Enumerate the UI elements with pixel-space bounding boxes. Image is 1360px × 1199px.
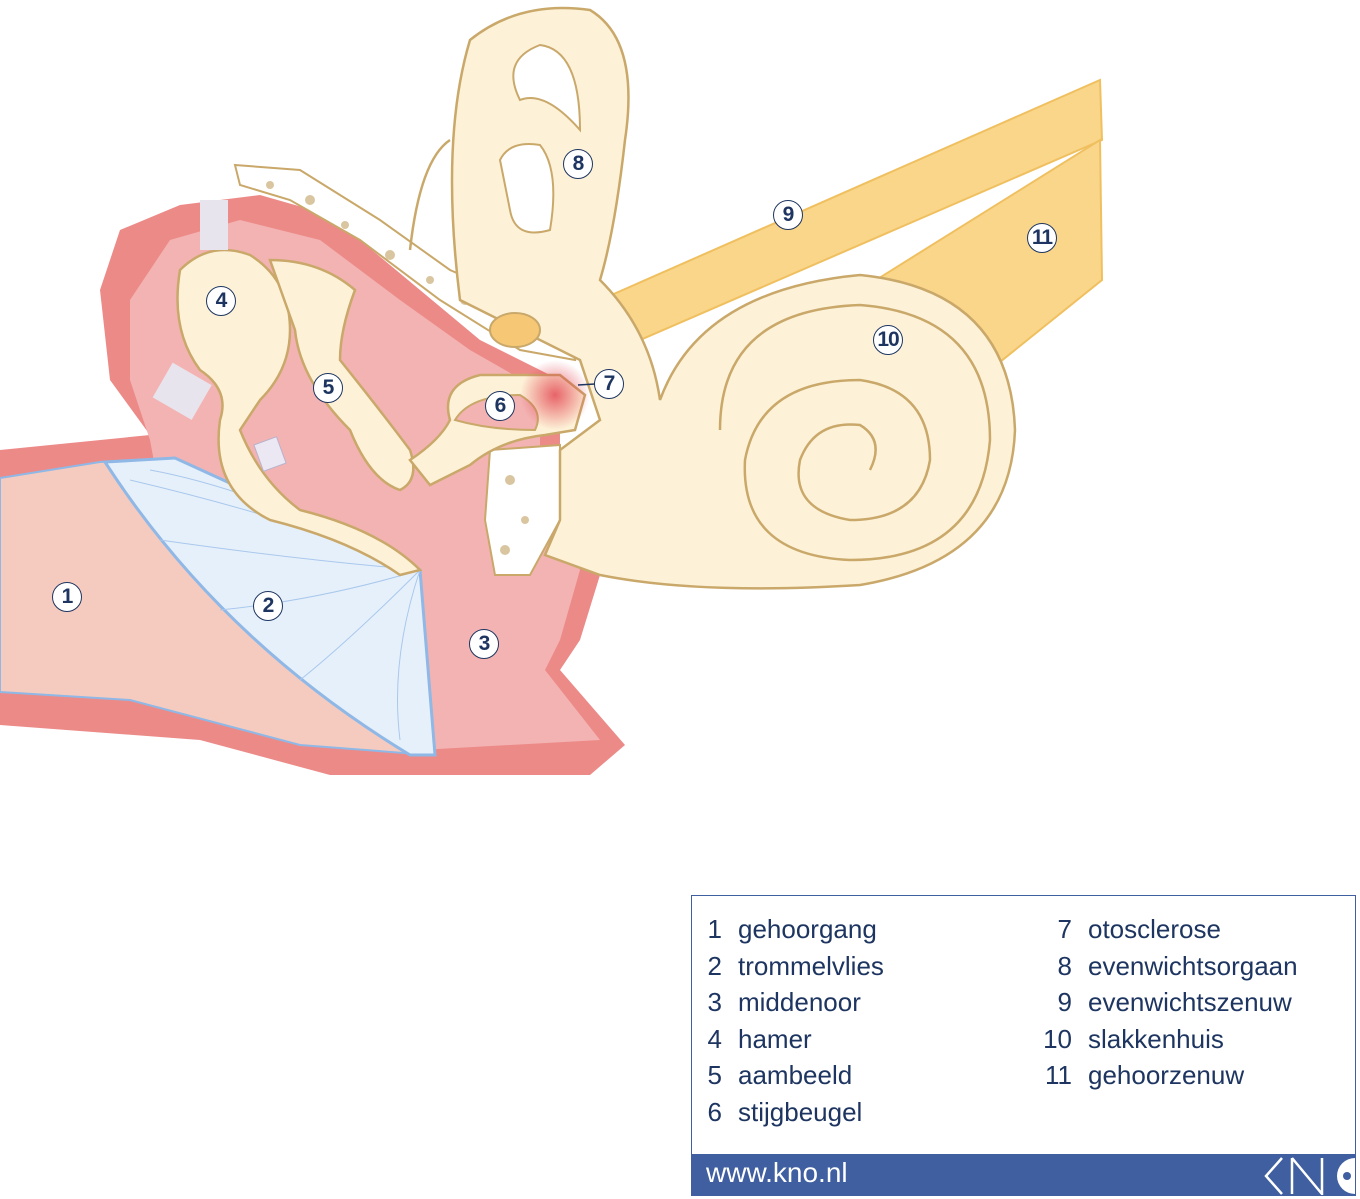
marker-11: 11 — [1027, 223, 1057, 253]
marker-7: 7 — [594, 369, 624, 399]
cochlea-spiral — [718, 303, 992, 562]
marker-5: 5 — [313, 373, 343, 403]
semicircular-canal — [408, 138, 451, 251]
otosclerosis-focus — [520, 360, 590, 430]
kno-logo — [1264, 1157, 1355, 1195]
website-link[interactable]: www.kno.nl — [706, 1157, 848, 1188]
marker-6: 6 — [485, 391, 515, 421]
footer-bar: www.kno.nl — [692, 1154, 1355, 1195]
oval-window — [489, 312, 541, 348]
marker-1: 1 — [52, 582, 82, 612]
marker-2: 2 — [253, 591, 283, 621]
marker-9: 9 — [773, 200, 803, 230]
marker-3: 3 — [469, 629, 499, 659]
marker-8: 8 — [563, 149, 593, 179]
ear-illustration — [0, 6, 1104, 775]
tendon — [200, 200, 228, 250]
incus — [268, 258, 415, 492]
marker-4: 4 — [206, 286, 236, 316]
marker-10: 10 — [873, 325, 903, 355]
